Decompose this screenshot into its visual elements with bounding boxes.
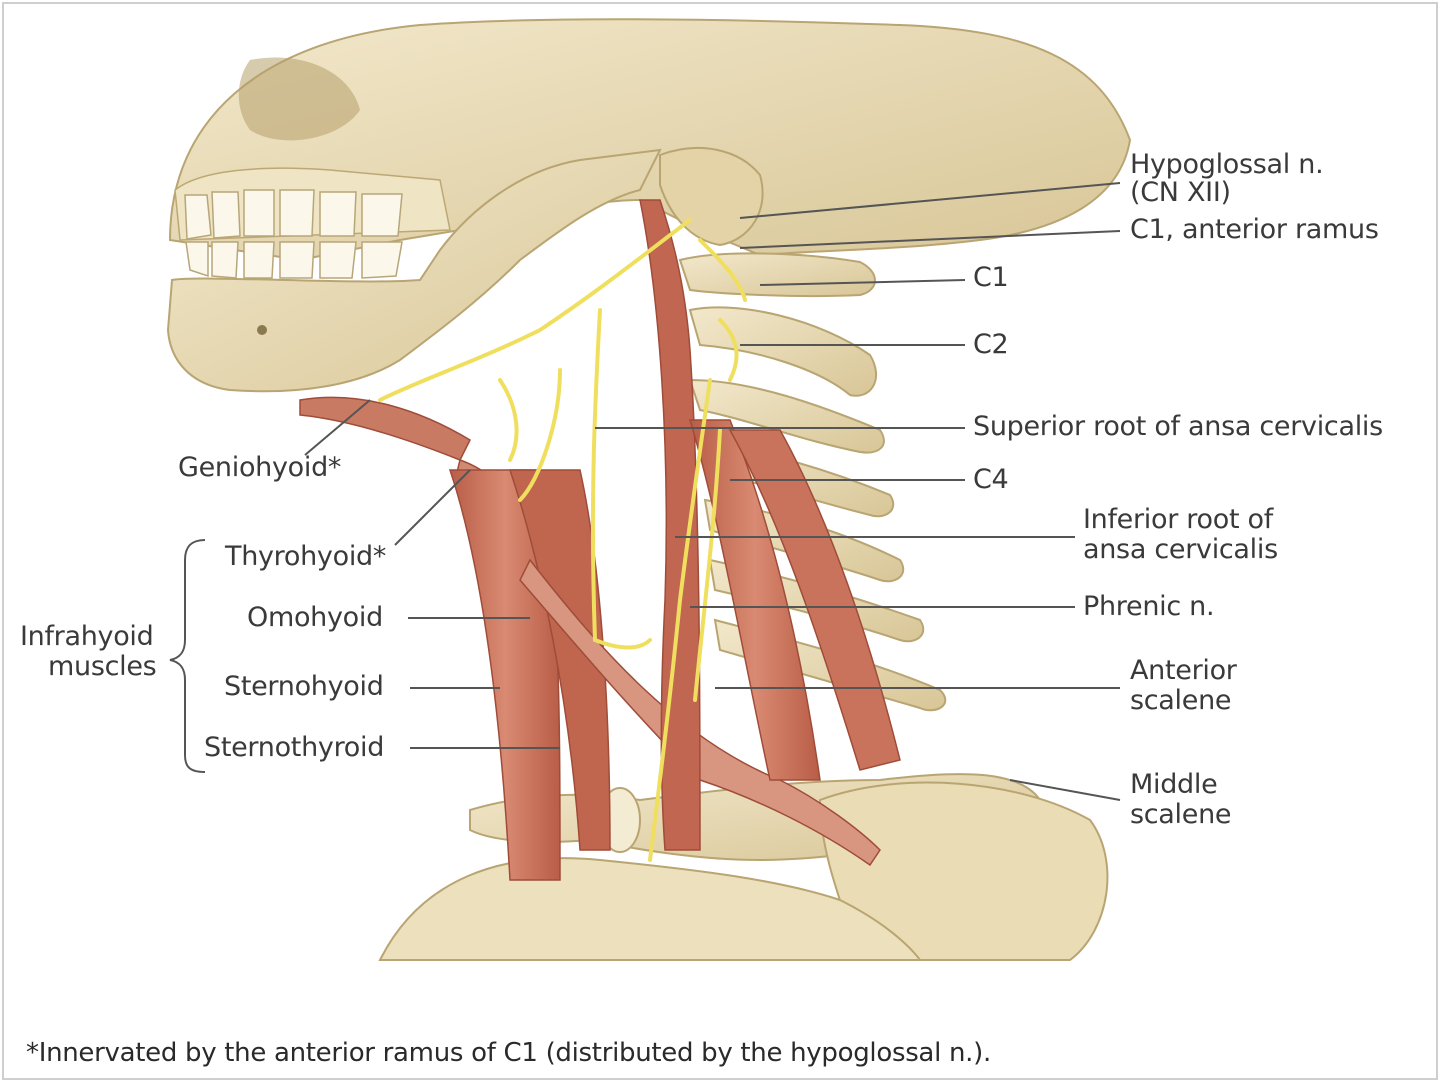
leader-middle-scalene xyxy=(1009,779,1121,801)
label-infrahyoid-line2: muscles xyxy=(48,651,157,682)
label-hypoglossal-line2: (CN XII) xyxy=(1130,177,1231,208)
mental-foramen xyxy=(257,325,267,335)
inferior-root-nerve xyxy=(648,378,712,862)
hypoglossal-nerve xyxy=(378,218,692,402)
infrahyoid-brace xyxy=(169,539,206,773)
label-hypoglossal-line1: Hypoglossal n. xyxy=(1130,149,1324,180)
label-c1-anterior-ramus: C1, anterior ramus xyxy=(1130,214,1379,245)
label-c4: C4 xyxy=(973,464,1009,495)
mastoid xyxy=(659,147,764,247)
c1-nerve xyxy=(698,238,747,302)
leader-hypoglossal xyxy=(739,182,1121,219)
branch-1 xyxy=(498,378,519,462)
leader-thyrohyoid xyxy=(394,469,471,546)
nerves xyxy=(378,218,747,862)
leader-lines xyxy=(304,182,1121,801)
muscles xyxy=(299,199,901,881)
label-c1: C1 xyxy=(973,262,1009,293)
teeth xyxy=(184,189,403,279)
label-superior-root: Superior root of ansa cervicalis xyxy=(973,411,1383,442)
label-middle-scalene-line2: scalene xyxy=(1130,799,1232,830)
phrenic-nerve xyxy=(693,428,722,702)
label-thyrohyoid: Thyrohyoid* xyxy=(225,541,387,572)
scapula-shoulder xyxy=(818,781,1109,961)
label-sternohyoid: Sternohyoid xyxy=(224,671,384,702)
branch-2 xyxy=(518,368,562,502)
mandible xyxy=(166,148,662,393)
middle-scalene-muscle xyxy=(728,429,901,771)
leader-c1 xyxy=(759,279,966,286)
label-omohyoid: Omohyoid xyxy=(247,602,383,633)
anterior-scalene-muscle xyxy=(688,419,821,781)
footnote: *Innervated by the anterior ramus of C1 … xyxy=(26,1038,991,1068)
label-inferior-root-line1: Inferior root of xyxy=(1083,504,1273,535)
c2-nerve xyxy=(718,318,739,382)
label-inferior-root-line2: ansa cervicalis xyxy=(1083,534,1278,565)
label-phrenic: Phrenic n. xyxy=(1083,591,1215,622)
orbit xyxy=(238,57,360,141)
leader-c1-anterior xyxy=(739,230,1121,249)
geniohyoid-muscle xyxy=(299,396,471,461)
label-c2: C2 xyxy=(973,329,1009,360)
label-sternothyroid: Sternothyroid xyxy=(204,732,385,763)
rib-cage xyxy=(378,857,922,961)
superior-root-nerve xyxy=(590,308,652,650)
label-anterior-scalene-line2: scalene xyxy=(1130,685,1232,716)
label-middle-scalene-line1: Middle xyxy=(1130,769,1218,800)
label-infrahyoid-line1: Infrahyoid xyxy=(20,621,154,652)
leader-geniohyoid xyxy=(304,399,371,456)
label-anterior-scalene-line1: Anterior xyxy=(1130,655,1237,686)
label-geniohyoid: Geniohyoid* xyxy=(178,452,342,483)
